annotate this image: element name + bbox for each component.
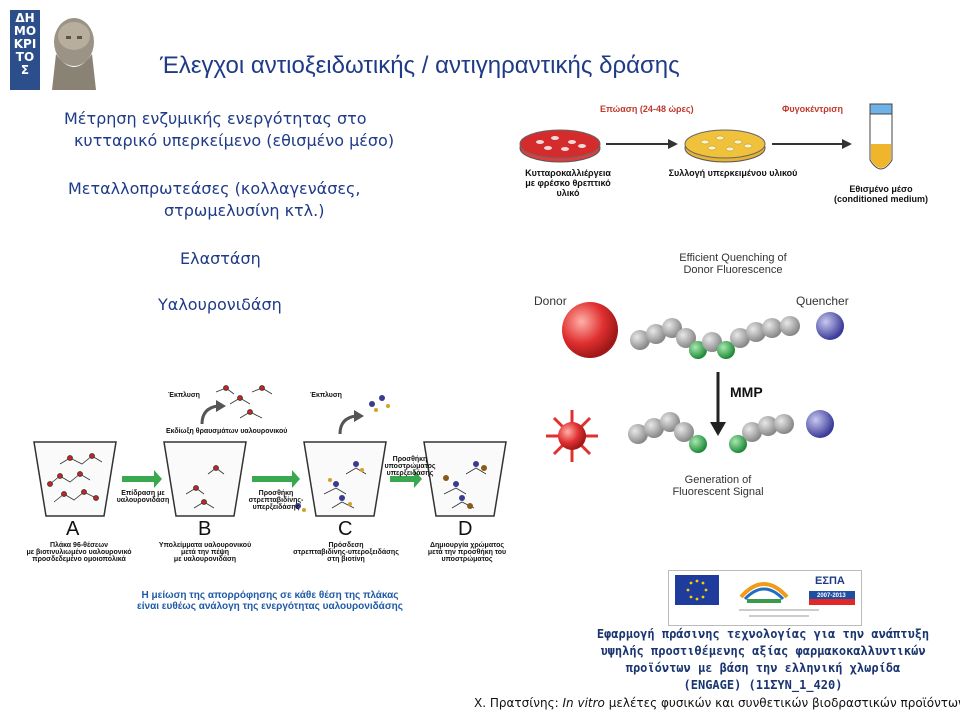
dish1-label: Κυτταροκαλλιέργεια με φρέσκο θρεπτικό υλ… <box>518 168 618 198</box>
caption-d: Δημιουργία χρώματος μετά την προσθήκη το… <box>414 542 520 563</box>
footer: Χ. Πρατσίνης: In vitro μελέτες φυσικών κ… <box>474 696 960 710</box>
bullet-line: Μεταλλοπρωτεάσες (κολλαγενάσες, <box>68 179 361 198</box>
wash-2-label: Έκπλυση <box>310 392 342 399</box>
project-line: (ENGAGE) (11ΣΥΝ_1_420) <box>683 678 843 692</box>
ministry-line <box>739 609 819 611</box>
footer-author: Χ. Πρατσίνης: <box>474 696 559 710</box>
bullet-enzyme-activity: Μέτρηση ενζυμικής ενεργότητας στο κυτταρ… <box>64 108 394 152</box>
espa-text: ΕΣΠΑ <box>815 575 845 587</box>
dish1-label-line: Κυτταροκαλλιέργεια <box>525 168 611 178</box>
page-title: Έλεγχοι αντιοξειδωτικής / αντιγηραντικής… <box>160 52 680 79</box>
tube-label-line: Εθισμένο μέσο <box>849 184 913 194</box>
well-letter-a: A <box>66 518 80 540</box>
ministry-line <box>749 615 809 617</box>
caption-line: Πλάκα 96-θέσεων <box>49 542 109 549</box>
fret-graphics <box>546 302 844 462</box>
caption-line: Πρόσδεση <box>328 542 364 549</box>
espa-logo-icon <box>809 591 855 605</box>
arrow2-label: Προσθήκη στρεπταβιδίνης- υπερξειδάσης <box>246 490 306 511</box>
caption-line: υποστρώματος <box>441 556 493 563</box>
fret-bottom-line: Generation of <box>684 474 752 486</box>
arrow-label-line: υπερξειδάσης <box>252 504 300 511</box>
absorbance-note: Η μείωση της απορρόφησης σε κάθε θέση τη… <box>110 590 430 612</box>
wash-1-label: Έκπλυση <box>168 392 200 399</box>
project-line: προϊόντων με βάση την ελληνική χλωρίδα <box>625 661 901 675</box>
dish2-label: Συλλογή υπερκειμένου υλικού <box>668 168 798 178</box>
bullet-line: στρωμελυσίνη κτλ.) <box>164 201 325 220</box>
tube-label: Εθισμένο μέσο (conditioned medium) <box>820 184 942 204</box>
caption-line: με υαλουρονιδάση <box>173 556 237 563</box>
quencher-label: Quencher <box>796 294 849 308</box>
footer-italic: In vitro <box>562 696 605 710</box>
culture-diagram: Επώαση (24-48 ώρες) Φυγοκέντριση Κυτταρο… <box>500 98 950 218</box>
arrow-label-line: Προσθήκη <box>392 456 428 463</box>
bullet-line: κυτταρικό υπερκείμενο (εθισμένο μέσο) <box>74 131 395 150</box>
caption-a: Πλάκα 96-θέσεων με βιοτινυλιωμένο υαλουρ… <box>20 542 138 563</box>
fret-diagram: Efficient Quenching of Donor Fluorescenc… <box>528 248 858 508</box>
arrow-label-line: υποστρώματος <box>384 463 436 470</box>
hyaluronidase-diagram: Έκπλυση Έκπλυση Εκδίωξη θραυσμάτων υαλου… <box>20 384 520 624</box>
eu-flag-icon <box>675 575 719 605</box>
logo: ΔΗΜΟΚΡΙΤΟΣ <box>10 10 110 90</box>
arrow-label-line: στρεπταβιδίνης- <box>248 497 304 504</box>
bullet-line: Μέτρηση ενζυμικής ενεργότητας στο <box>64 109 367 128</box>
caption-line: Δημιουργία χρώματος <box>429 542 504 549</box>
fret-bottom-caption: Generation of Fluorescent Signal <box>648 474 788 498</box>
logo-word: ΔΗΜΟΚΡΙΤΟΣ <box>13 11 37 77</box>
dish1-label-line: με φρέσκο θρεπτικό υλικό <box>525 178 611 198</box>
wells-graphics <box>33 385 507 517</box>
arrow-label-line: Προσθήκη <box>258 490 294 497</box>
well-letter-b: B <box>198 518 212 540</box>
arrow1-label: Επίδραση με υαλουρονιδάση <box>116 490 170 504</box>
arrow-label-line: υπερξειδάσης <box>386 470 434 477</box>
donor-burst-icon <box>546 410 598 462</box>
caption-line: στη βιοτίνη <box>327 556 365 563</box>
quencher-sphere <box>816 312 844 340</box>
arrow-label-line: Επίδραση με <box>121 490 165 497</box>
funding-logos: ΕΣΠΑ 2007-2013 <box>668 570 862 626</box>
espa-years: 2007-2013 <box>817 593 846 599</box>
fret-top-line: Efficient Quenching of <box>679 252 787 264</box>
donor-sphere <box>562 302 618 358</box>
caption-line: μετά την πέψη <box>180 549 230 556</box>
arrow3-label: Προσθήκη υποστρώματος υπερξειδάσης <box>380 456 440 477</box>
well-letter-d: D <box>458 518 473 540</box>
caption-b: Υπολείμματα υαλουρονικού μετά την πέψη μ… <box>150 542 260 563</box>
fret-top-line: Donor Fluorescence <box>683 264 783 276</box>
centrifugation-label: Φυγοκέντριση <box>782 104 843 114</box>
caption-line: στρεπταβιδίνης-υπεροξειδάσης <box>293 549 399 556</box>
footer-rest: μελέτες φυσικών και συνθετικών βιοδραστι… <box>608 696 960 710</box>
well-letter-c: C <box>338 518 353 540</box>
caption-line: μετά την προσθήκη του <box>427 549 507 556</box>
fret-bottom-line: Fluorescent Signal <box>672 486 764 498</box>
logo-band <box>10 10 40 90</box>
caption-c: Πρόσδεση στρεπταβιδίνης-υπεροξειδάσης στ… <box>286 542 406 563</box>
culture-graphics <box>519 103 893 170</box>
mmp-label: MMP <box>730 384 763 400</box>
note-line: είναι ευθέως ανάλογη της ενεργότητας υαλ… <box>137 601 403 612</box>
bullet-elastase: Ελαστάση <box>180 249 261 268</box>
project-description: Εφαρμογή πράσινης τεχνολογίας για την αν… <box>592 626 934 694</box>
bullet-hyaluronidase: Υαλουρονιδάση <box>158 295 282 314</box>
caption-line: προσδεδεμένο ομοιοπολικά <box>32 556 126 563</box>
note-line: Η μείωση της απορρόφησης σε κάθε θέση τη… <box>141 590 399 601</box>
fret-top-caption: Efficient Quenching of Donor Fluorescenc… <box>648 252 818 276</box>
arrow-label-line: υαλουρονιδάση <box>116 497 170 504</box>
caption-line: με βιοτινυλιωμένο υαλουρονικό <box>26 549 132 556</box>
project-line: Εφαρμογή πράσινης τεχνολογίας για την αν… <box>596 627 930 641</box>
bullet-mmp: Μεταλλοπρωτεάσες (κολλαγενάσες, στρωμελυ… <box>68 178 360 222</box>
bust-icon <box>52 18 96 90</box>
release-label: Εκδίωξη θραυσμάτων υαλουρονικού <box>166 428 288 435</box>
project-line: υψηλής προστιθέμενης αξίας φαρμακοκαλλυν… <box>600 644 926 658</box>
incubation-label: Επώαση (24-48 ώρες) <box>600 104 694 114</box>
caption-line: Υπολείμματα υαλουρονικού <box>158 542 252 549</box>
donor-label: Donor <box>534 294 567 308</box>
tube-label-line: (conditioned medium) <box>834 194 928 204</box>
operational-programme-icon <box>739 582 789 603</box>
